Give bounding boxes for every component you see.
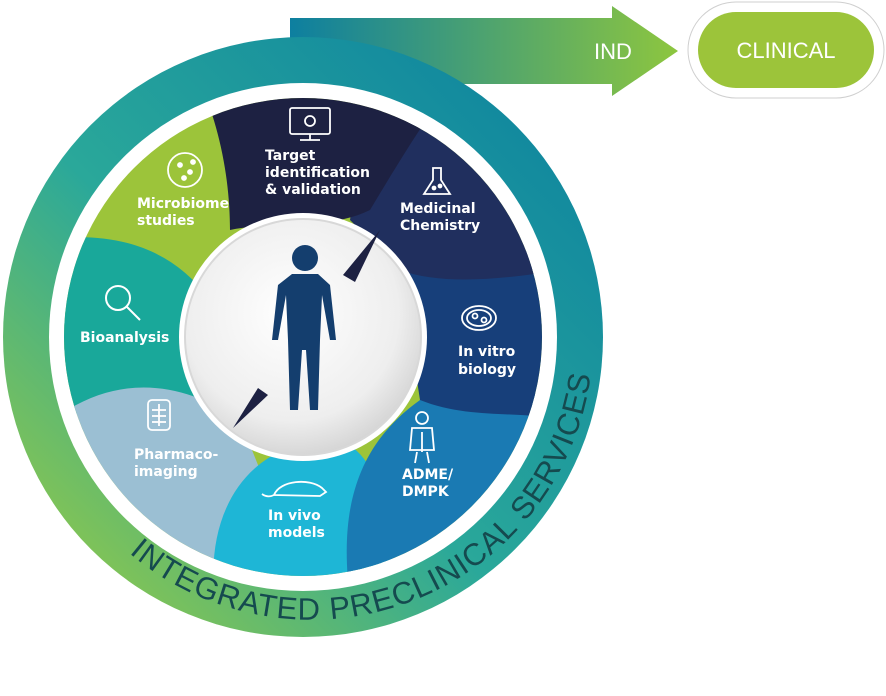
clinical-badge[interactable]: CLINICAL — [687, 1, 885, 99]
label-adme: ADME/ DMPK — [402, 467, 458, 500]
pointer-bottom — [233, 388, 268, 428]
human-organs-icon — [409, 411, 435, 464]
label-medicinal-chemistry: Medicinal Chemistry — [400, 201, 480, 234]
pointer-top — [343, 230, 380, 282]
mouse-icon — [261, 480, 328, 498]
xray-torso-icon — [147, 399, 171, 431]
monitor-molecule-icon — [289, 107, 331, 141]
clinical-label: CLINICAL — [736, 38, 835, 63]
segment-disk — [40, 98, 560, 576]
flask-icon — [422, 167, 452, 195]
human-figure-icon — [272, 245, 336, 410]
segment-bioanalysis[interactable] — [40, 237, 230, 430]
label-bioanalysis: Bioanalysis — [80, 330, 169, 346]
label-microbiome: Microbiome studies — [137, 196, 234, 229]
ind-label: IND — [594, 39, 632, 64]
label-in-vivo: In vivo models — [268, 508, 326, 541]
microbe-dish-icon — [167, 152, 203, 188]
petri-dish-icon — [461, 305, 497, 331]
label-pharmaco-imaging: Pharmaco- imaging — [134, 447, 223, 480]
segment-in-vitro[interactable] — [400, 250, 560, 420]
label-in-vitro: In vitro biology — [458, 344, 520, 378]
magnifier-icon — [105, 285, 141, 321]
label-target: Target identification & validation — [265, 148, 375, 198]
